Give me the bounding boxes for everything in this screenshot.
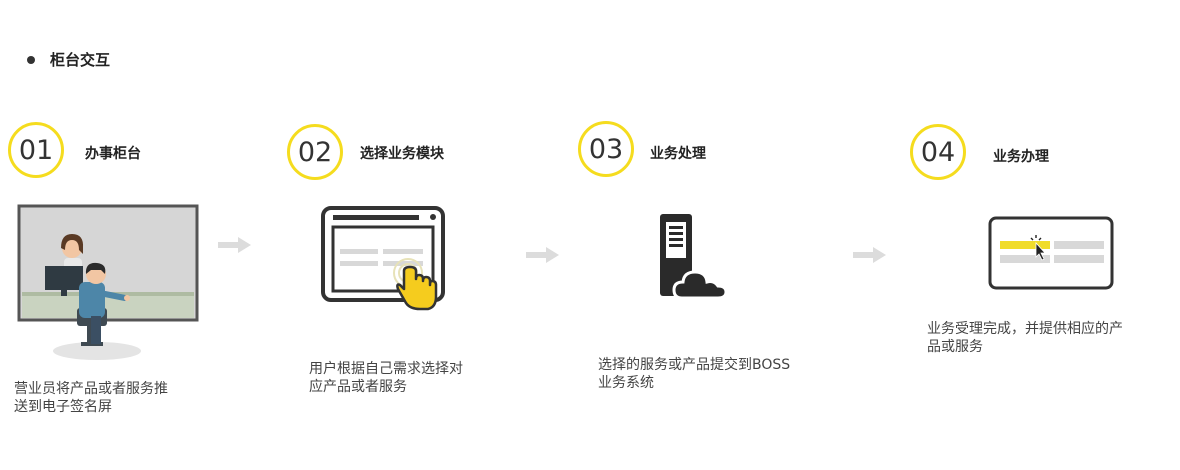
tablet-touch-hand-icon	[321, 206, 445, 311]
server-cloud-icon	[660, 214, 728, 300]
step-1-title: 办事柜台	[85, 146, 141, 162]
step-1-description: 营业员将产品或者服务推 送到电子签名屏	[14, 380, 214, 416]
step-3-number: 03	[578, 121, 634, 177]
arrow-icon	[853, 247, 886, 263]
step-3-description: 选择的服务或产品提交到BOSS 业务系统	[598, 356, 838, 392]
step-4-desc-line-2: 品或服务	[927, 339, 983, 355]
step-4-number: 04	[910, 124, 966, 180]
step-2-number: 02	[287, 124, 343, 180]
step-1-desc-line-1: 营业员将产品或者服务推	[14, 381, 168, 397]
counter-clerk-customer-illustration	[17, 204, 199, 360]
step-3-title: 业务处理	[650, 146, 706, 162]
step-2-title: 选择业务模块	[360, 146, 444, 162]
step-2-desc-line-1: 用户根据自己需求选择对	[309, 361, 463, 377]
step-1-desc-line-2: 送到电子签名屏	[14, 399, 112, 415]
screen-cursor-icon	[988, 216, 1114, 290]
step-4-title: 业务办理	[993, 149, 1049, 165]
section-header: 柜台交互	[0, 48, 200, 72]
section-title: 柜台交互	[50, 51, 111, 69]
step-4-desc-line-1: 业务受理完成，并提供相应的产	[927, 321, 1123, 337]
arrow-icon	[526, 247, 559, 263]
step-2-description: 用户根据自己需求选择对 应产品或者服务	[309, 360, 519, 396]
step-1-number: 01	[8, 122, 64, 178]
step-3-desc-line-2: 业务系统	[598, 375, 654, 391]
step-3-desc-line-1: 选择的服务或产品提交到BOSS	[598, 357, 791, 373]
step-4-description: 业务受理完成，并提供相应的产 品或服务	[927, 320, 1167, 356]
arrow-icon	[218, 237, 251, 253]
bullet-dot	[27, 56, 35, 64]
step-2-desc-line-2: 应产品或者服务	[309, 379, 407, 395]
